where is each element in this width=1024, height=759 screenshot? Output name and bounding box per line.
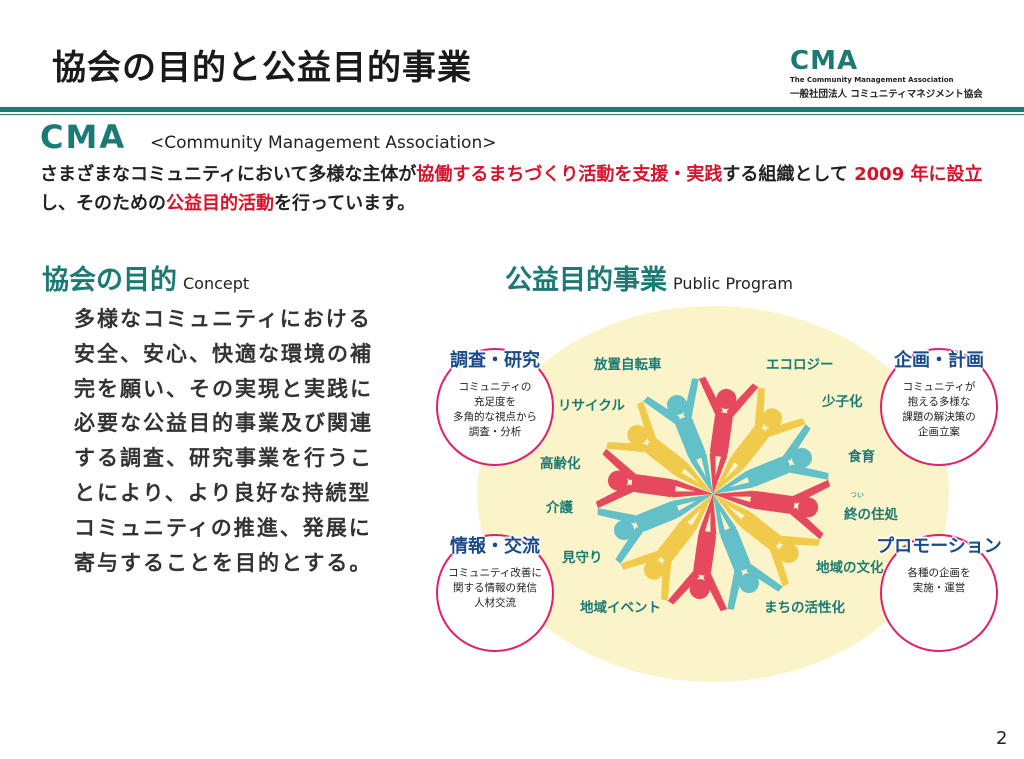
person-figure <box>713 494 820 587</box>
intro-text: する組織として <box>722 164 855 185</box>
program-label: 介護 <box>546 500 573 516</box>
purpose-heading-jp: 協会の目的 <box>42 265 177 296</box>
program-label: 終の住処 <box>844 507 898 523</box>
program-heading-jp: 公益目的事業 <box>505 265 667 296</box>
circle-body: コミュニティの 充足度を 多角的な視点から 調査・分析 <box>453 381 537 438</box>
program-label: リサイクル <box>558 398 625 414</box>
program-illustration <box>477 306 949 682</box>
person-figure <box>713 479 831 540</box>
people-figures <box>595 376 831 612</box>
person-figure <box>698 376 759 494</box>
intro-paragraph: さまざまなコミュニティにおいて多様な主体が協働するまちづくり活動を支援・実践する… <box>40 160 1015 218</box>
program-label: 地域イベント <box>580 600 661 616</box>
page-title: 協会の目的と公益目的事業 <box>52 48 472 88</box>
circle-body: コミュニティ改善に 関する情報の発信 人材交流 <box>448 567 542 609</box>
intro-highlight: 公益目的活動 <box>166 193 274 214</box>
header-rule <box>0 107 1024 112</box>
logo-japanese-name: 一般社団法人 コミュニティマネジメント協会 <box>790 89 983 100</box>
information-circle: 情報・交流 コミュニティ改善に 関する情報の発信 人材交流 <box>436 534 554 652</box>
purpose-heading-en: Concept <box>183 274 250 293</box>
logo-english-name: The Community Management Association <box>790 76 954 84</box>
program-heading: 公益目的事業 Public Program <box>505 258 793 297</box>
purpose-heading: 協会の目的 Concept <box>42 258 249 297</box>
cma-badge: CMA <box>40 118 127 156</box>
person-figure <box>667 494 728 612</box>
circle-title: プロモーション <box>876 536 1002 557</box>
program-label: 食育 <box>848 449 875 465</box>
program-label: 見守り <box>562 550 603 566</box>
person-figure <box>620 494 713 601</box>
program-heading-en: Public Program <box>673 274 793 293</box>
planning-circle: 企画・計画 コミュニティが 抱える多様な 課題の解決策の 企画立案 <box>880 348 998 466</box>
intro-text: を行っています。 <box>274 193 416 214</box>
circle-body: 各種の企画を 実施・運営 <box>907 567 971 594</box>
program-label: 放置自転車 <box>594 357 662 373</box>
intro-text: し、そのための <box>40 193 166 214</box>
intro-highlight: 2009 年に設立 <box>854 164 983 185</box>
person-figure <box>606 401 713 494</box>
circle-title: 調査・研究 <box>450 350 540 371</box>
header-logo: CMA The Community Management Association… <box>790 48 1010 100</box>
circle-title: 企画・計画 <box>894 350 984 371</box>
purpose-body: 多様なコミュニティにおける安全、安心、快適な環境の補完を願い、その実現と実践に必… <box>74 307 373 575</box>
program-label: エコロジー <box>766 357 834 373</box>
logo-mark: CMA <box>790 46 859 76</box>
header-rule-thin <box>0 114 1024 115</box>
page-number: 2 <box>996 728 1008 749</box>
person-figure <box>713 494 783 610</box>
intro-highlight: 協働するまちづくり活動を支援・実践 <box>416 164 723 185</box>
circle-body: コミュニティが 抱える多様な 課題の解決策の 企画立案 <box>902 381 976 438</box>
person-figure <box>597 494 713 564</box>
program-label: 少子化 <box>822 394 863 410</box>
circle-title: 情報・交流 <box>450 536 540 557</box>
person-figure <box>643 378 713 494</box>
ruby-annotation: つい <box>850 491 864 499</box>
cma-full-name: <Community Management Association> <box>150 133 497 153</box>
research-circle: 調査・研究 コミュニティの 充足度を 多角的な視点から 調査・分析 <box>436 348 554 466</box>
public-program-diagram: 放置自転車 エコロジー リサイクル 少子化 高齢化 食育 介護 つい 終の住処 … <box>418 298 1024 690</box>
program-label: 高齢化 <box>540 456 581 472</box>
program-label: 地域の文化 <box>816 560 884 576</box>
promotion-circle: プロモーション 各種の企画を 実施・運営 <box>876 534 1002 652</box>
person-figure <box>713 424 829 494</box>
intro-text: さまざまなコミュニティにおいて多様な主体が <box>40 164 417 185</box>
person-figure <box>595 448 713 509</box>
person-figure <box>713 387 806 494</box>
program-label: まちの活性化 <box>764 600 845 616</box>
